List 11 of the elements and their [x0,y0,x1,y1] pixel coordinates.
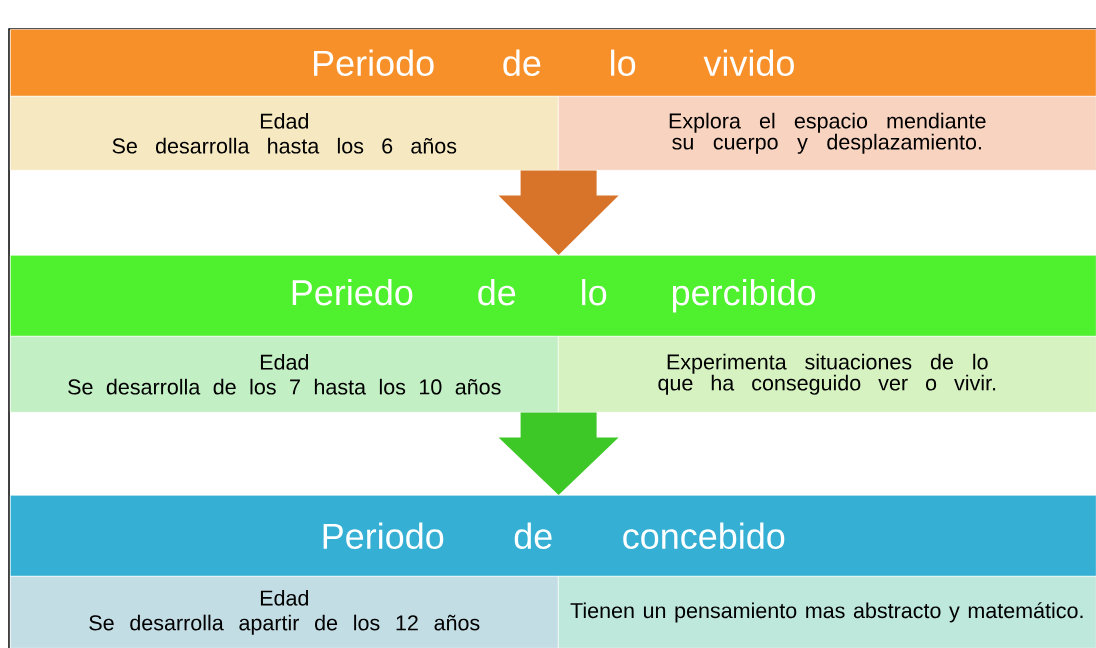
period-header: Periodo de concebido [10,495,1096,577]
description-cell: Tienen un pensamiento mas abstracto y matemático. [558,576,1096,648]
age-cell: Edad Se desarrolla hasta los 6 años [10,96,559,171]
description-cell: Experimenta situaciones de lo que ha conseguido ver o vivir. [558,336,1096,413]
description-cell: Explora el espacio mendiante su cuerpo y desplazamiento. [558,96,1096,171]
age-cell: Edad Se desarrolla apartir de los 12 años [10,576,559,648]
block-arrow [498,412,619,495]
period-header: Periodo de lo vivido [10,29,1096,97]
age-cell: Edad Se desarrolla de los 7 hasta los 10 años [10,336,559,413]
period-header: Periedo de lo percibido [10,255,1096,337]
block-arrow [498,170,619,255]
